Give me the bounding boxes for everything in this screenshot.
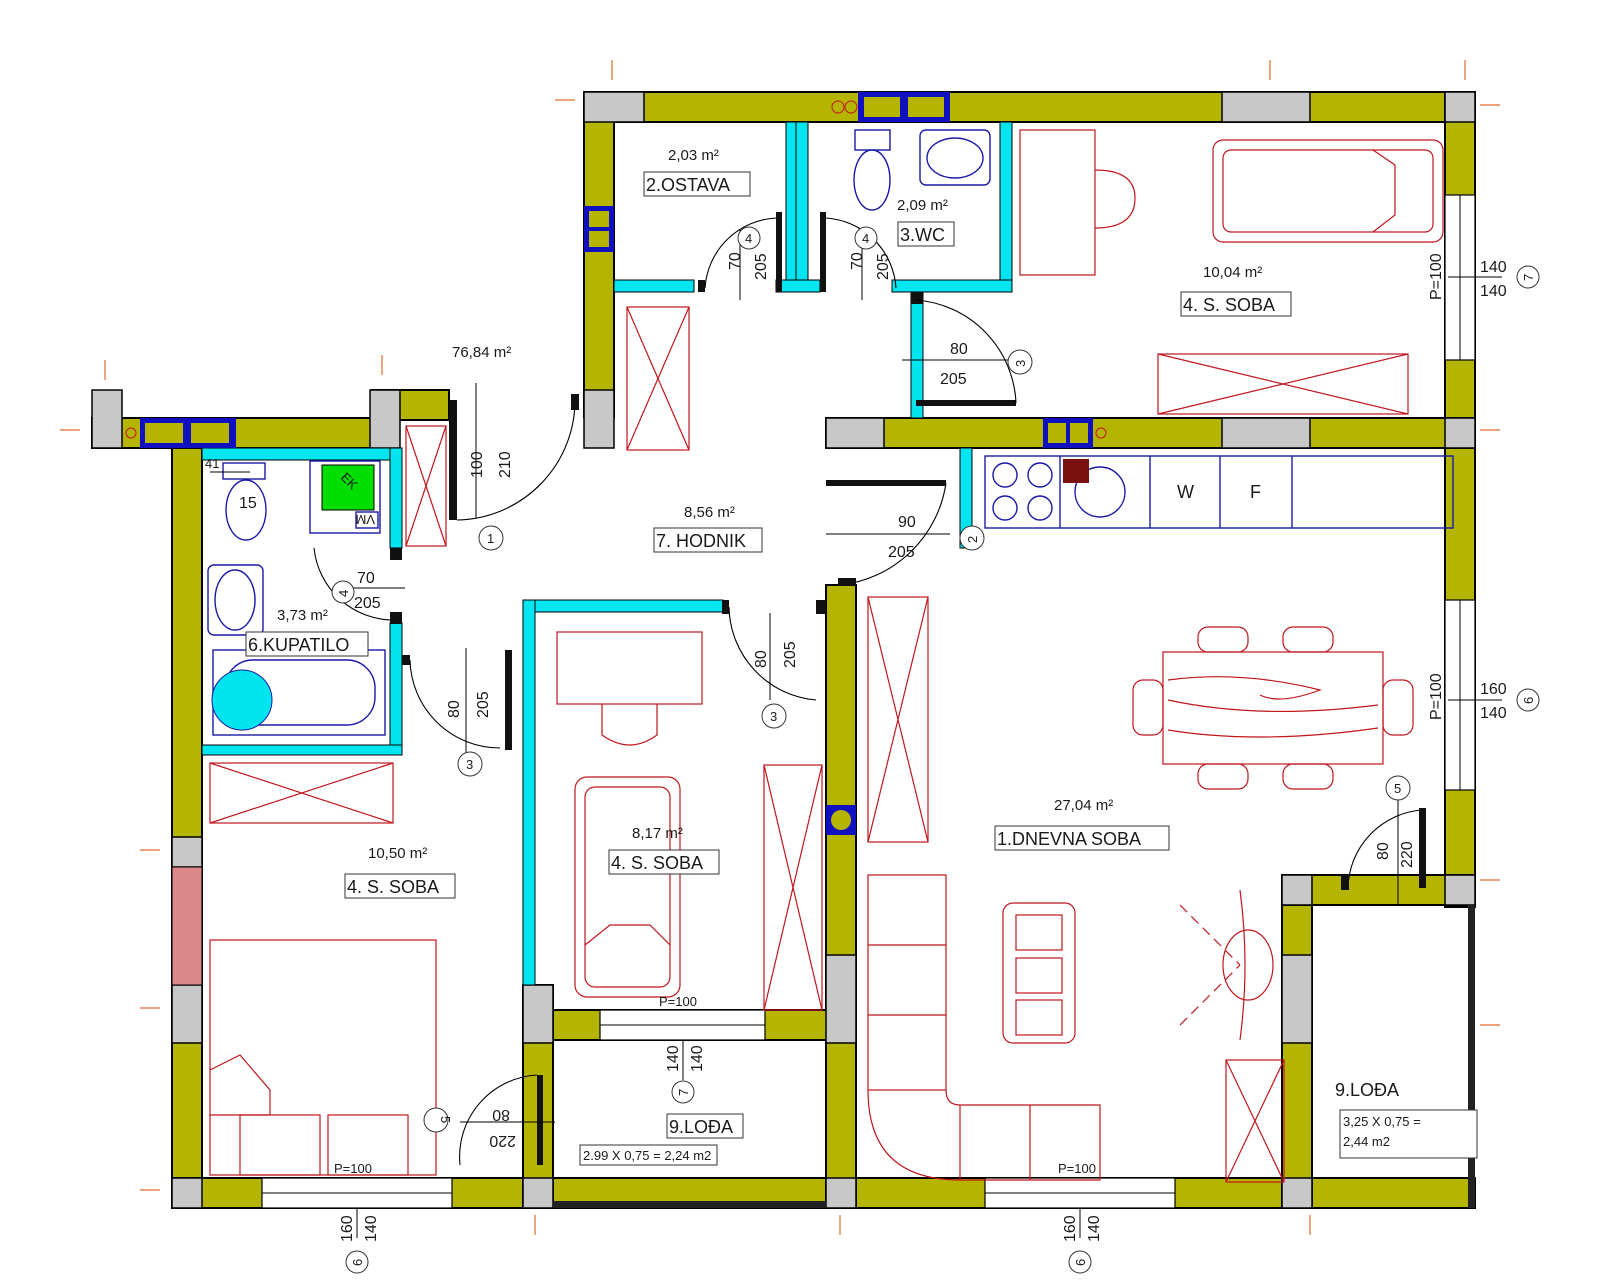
ostava-area: 2,03 m²	[668, 147, 719, 164]
washer-label: W	[1177, 482, 1194, 502]
door-3mid-width: 80	[753, 650, 770, 668]
furniture	[209, 129, 1444, 1183]
wc-fixture-dim: 41	[205, 456, 219, 471]
door-1-height: 210	[497, 451, 514, 478]
door-3ne-width: 80	[950, 341, 968, 358]
soba-sw-name: 4. S. SOBA	[347, 877, 439, 897]
win-sw-a: 160	[339, 1215, 356, 1242]
soba-mid-area: 8,17 m²	[632, 825, 683, 842]
kupatilo-name: 6.KUPATILO	[248, 635, 349, 655]
ventilation-shafts	[125, 92, 1107, 835]
door-4w-width: 70	[849, 252, 866, 270]
door-5-width: 80	[1375, 842, 1392, 860]
door-4k-num: 4	[336, 590, 351, 597]
door-3ne-height: 205	[940, 371, 967, 388]
room-labels: 76,84 m² 2,03 m² 2.OSTAVA 2,09 m² 3.WC 1…	[245, 147, 1478, 1166]
door-swings	[313, 212, 1426, 1166]
soba-ne-name: 4. S. SOBA	[1183, 295, 1275, 315]
win-ne-b: 140	[1480, 283, 1507, 300]
soba-mid-name: 4. S. SOBA	[611, 853, 703, 873]
door-2-num: 2	[965, 536, 980, 543]
soba-ne-area: 10,04 m²	[1203, 264, 1262, 281]
door-5b-width: 80	[492, 1106, 510, 1123]
wc-area: 2,09 m²	[897, 197, 948, 214]
vm-label: VM	[356, 512, 376, 527]
door-labels: 100 210 1 90 205 2 80 205 3 80 205 3 80 …	[331, 226, 1416, 1149]
door-4o-height: 205	[753, 253, 770, 280]
wc-name: 3.WC	[900, 225, 945, 245]
hodnik-area: 8,56 m²	[684, 504, 735, 521]
soba-sw-area: 10,50 m²	[368, 845, 427, 862]
sanitary-fixtures	[207, 129, 1454, 736]
win-e-num: 6	[1521, 697, 1536, 704]
lodja-right-note1: 3,25 X 0,75 =	[1343, 1114, 1421, 1129]
dnevna-name: 1.DNEVNA SOBA	[997, 829, 1141, 849]
door-3mid-height: 205	[782, 641, 799, 668]
hodnik-name: 7. HODNIK	[656, 531, 746, 551]
door-3sw-width: 80	[446, 700, 463, 718]
win-s-p: P=100	[1058, 1161, 1096, 1176]
fridge-label: F	[1250, 482, 1261, 502]
ostava-name: 2.OSTAVA	[646, 175, 730, 195]
door-4k-width: 70	[357, 570, 375, 587]
win-e-b: 140	[1480, 705, 1507, 722]
door-5-height: 220	[1399, 841, 1416, 868]
lodja-right-note2: 2,44 m2	[1343, 1134, 1390, 1149]
window-labels: P=100 140 140 7 P=100 160 140 6 P=100 14…	[334, 253, 1540, 1274]
lodja-mid-name: 9.LOĐA	[669, 1117, 733, 1137]
door-4o-num: 4	[745, 231, 752, 246]
kupatilo-area: 3,73 m²	[277, 607, 328, 624]
door-3ne-num: 3	[1013, 360, 1028, 367]
door-4w-num: 4	[862, 231, 869, 246]
win-mid-num: 7	[676, 1089, 691, 1096]
door-4w-height: 205	[875, 253, 892, 280]
win-sw-p: P=100	[334, 1161, 372, 1176]
win-e-p: P=100	[1428, 673, 1445, 720]
door-3sw-height: 205	[475, 691, 492, 718]
win-sw-num: 6	[350, 1259, 365, 1266]
door-3sw-num: 3	[466, 757, 473, 772]
lodja-right-name: 9.LOĐA	[1335, 1080, 1399, 1100]
win-e-a: 160	[1480, 681, 1507, 698]
door-5-num: 5	[1394, 781, 1401, 796]
win-s-a: 160	[1062, 1215, 1079, 1242]
door-2-width: 90	[898, 514, 916, 531]
win-s-b: 140	[1086, 1215, 1103, 1242]
total-area: 76,84 m²	[452, 344, 511, 361]
door-4o-width: 70	[727, 252, 744, 270]
door-2-height: 205	[888, 544, 915, 561]
win-ne-num: 7	[1521, 274, 1536, 281]
door-4k-height: 205	[354, 595, 381, 612]
columns	[91, 91, 1476, 1209]
door-1-num: 1	[487, 531, 494, 546]
partitions	[201, 121, 1013, 986]
win-mid-a: 140	[665, 1045, 682, 1072]
door-5b-num: 5	[438, 1116, 453, 1123]
door-1-width: 100	[469, 451, 486, 478]
lodja-mid-note: 2.99 X 0,75 = 2,24 m2	[583, 1148, 711, 1163]
door-3mid-num: 3	[770, 709, 777, 724]
wc-fixture-number: 15	[239, 495, 257, 512]
win-ne-a: 140	[1480, 259, 1507, 276]
win-ne-p: P=100	[1428, 253, 1445, 300]
axis-marks	[60, 60, 1500, 1235]
dnevna-area: 27,04 m²	[1054, 797, 1113, 814]
win-mid-b: 140	[689, 1045, 706, 1072]
win-sw-b: 140	[363, 1215, 380, 1242]
door-5b-height: 220	[489, 1132, 516, 1149]
win-s-num: 6	[1073, 1259, 1088, 1266]
win-mid-p: P=100	[659, 994, 697, 1009]
